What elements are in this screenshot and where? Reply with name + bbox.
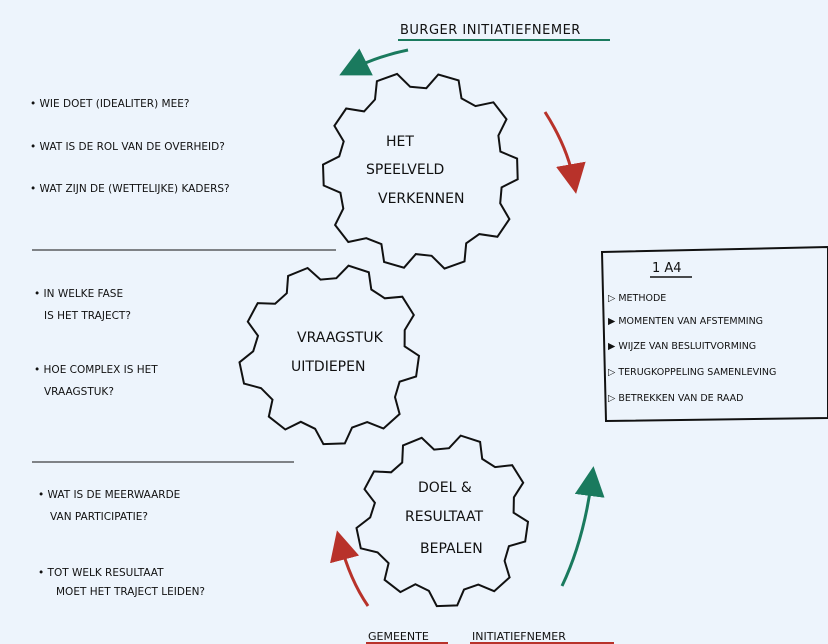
question-1-2: • WAT IS DE ROL VAN DE OVERHEID? <box>30 141 225 153</box>
gear-bottom: DOEL & RESULTAAT BEPALEN <box>355 434 530 608</box>
question-2-1: • IN WELKE FASE <box>34 288 123 300</box>
gear-bottom-outline <box>355 434 530 608</box>
green-arrow-top <box>339 48 409 76</box>
gear-bottom-line-1: DOEL & <box>418 480 472 496</box>
a4-box-item-4: ▷ TERUGKOPPELING SAMENLEVING <box>608 367 776 378</box>
red-arrow-bottom-left <box>330 530 370 607</box>
a4-box-item-1: ▷ METHODE <box>608 293 666 304</box>
question-3-4: MOET HET TRAJECT LEIDEN? <box>56 586 205 598</box>
a4-box: 1 A4 ▷ METHODE ▶ MOMENTEN VAN AFSTEMMING… <box>600 245 828 423</box>
a4-box-border <box>600 245 828 423</box>
question-2-4: VRAAGSTUK? <box>44 386 114 398</box>
gear-top-line-3: VERKENNEN <box>378 191 464 207</box>
gear-middle-line-1: VRAAGSTUK <box>297 330 384 346</box>
top-label-burger-initiatiefnemer: BURGER INITIATIEFNEMER <box>400 23 581 38</box>
gear-top-outline <box>321 72 519 270</box>
question-3-2: VAN PARTICIPATIE? <box>50 511 148 523</box>
red-arrow-right <box>543 111 586 194</box>
gear-top: HET SPEELVELD VERKENNEN <box>321 72 519 270</box>
question-3-3: • TOT WELK RESULTAAT <box>38 567 164 579</box>
gear-middle-outline <box>238 264 421 446</box>
question-1-3: • WAT ZIJN DE (WETTELIJKE) KADERS? <box>30 183 230 195</box>
question-3-1: • WAT IS DE MEERWAARDE <box>38 489 180 501</box>
gear-middle: VRAAGSTUK UITDIEPEN <box>238 264 421 446</box>
question-1-1: • WIE DOET (IDEALITER) MEE? <box>30 98 189 110</box>
gear-bottom-line-3: BEPALEN <box>420 541 483 557</box>
gear-bottom-line-2: RESULTAAT <box>405 509 484 525</box>
green-arrow-bottom-right <box>560 466 605 587</box>
question-2-2: IS HET TRAJECT? <box>44 310 131 322</box>
a4-box-item-2: ▶ MOMENTEN VAN AFSTEMMING <box>608 316 763 327</box>
gear-middle-line-2: UITDIEPEN <box>291 359 365 375</box>
a4-box-title: 1 A4 <box>652 261 682 276</box>
question-2-3: • HOE COMPLEX IS HET <box>34 364 158 376</box>
gear-top-line-2: SPEELVELD <box>366 162 444 178</box>
gear-top-line-1: HET <box>386 134 414 150</box>
a4-box-item-3: ▶ WIJZE VAN BESLUITVORMING <box>608 341 756 352</box>
a4-box-item-5: ▷ BETREKKEN VAN DE RAAD <box>608 393 744 404</box>
bottom-label-gemeente: GEMEENTE <box>368 630 429 643</box>
bottom-label-initiatiefnemer: INITIATIEFNEMER <box>472 630 566 643</box>
